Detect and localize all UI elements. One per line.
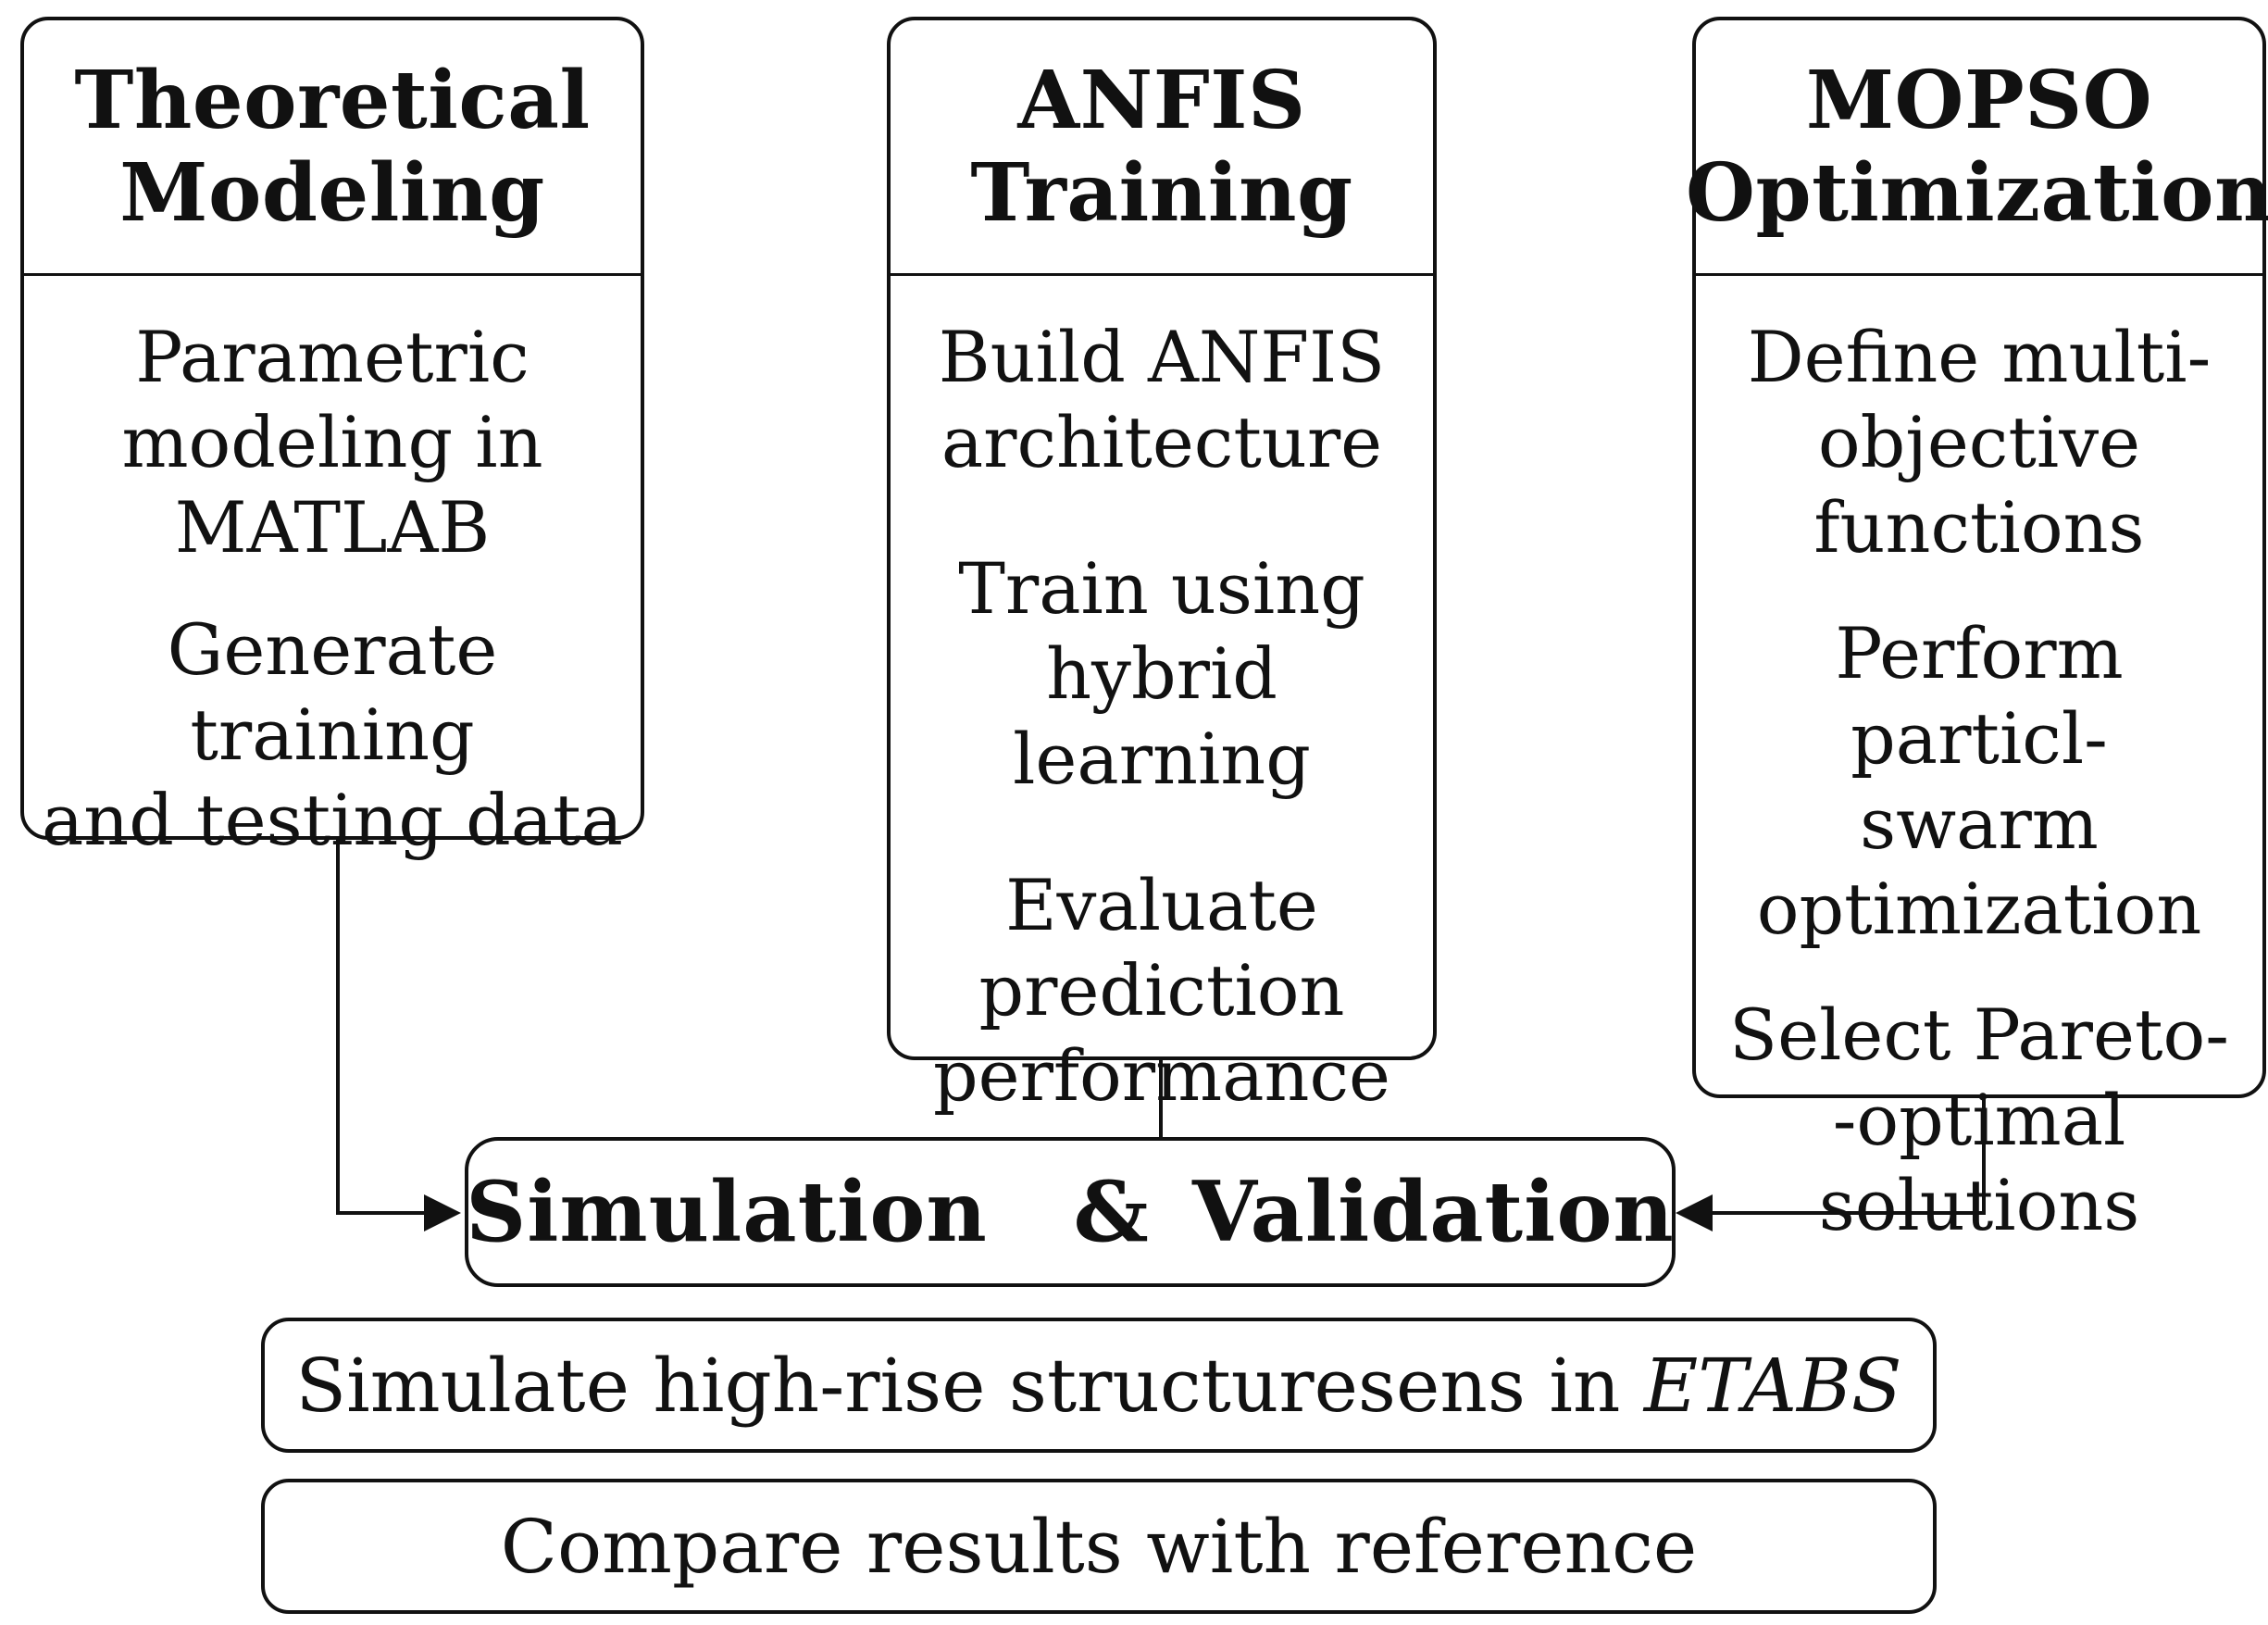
list-item: Build ANFIS architecture	[938, 316, 1386, 483]
column-header: Theoretical Modeling	[24, 20, 641, 276]
simulate-step-prefix: Simulate high-rise structuresens in	[295, 1342, 1644, 1429]
compare-step-box: Compare results with reference	[261, 1479, 1937, 1614]
anfis-training-title: ANFIS Training	[970, 53, 1353, 240]
column-items: Parametric modeling in MATLAB Generate t…	[24, 315, 641, 887]
arrow-right-to-center	[1676, 1097, 1986, 1231]
theoretical-modeling-box: Theoretical Modeling Parametric modeling…	[20, 17, 644, 861]
list-item: Parametric modeling in MATLAB	[121, 316, 543, 569]
list-item: Select Pareto- -optimal solutions	[1729, 994, 2229, 1246]
list-item: Evaluate prediction performance	[932, 864, 1391, 1117]
column-header: ANFIS Training	[891, 20, 1433, 276]
column-items: Build ANFIS architecture Train using hyb…	[891, 315, 1433, 1143]
mopso-optimization-title: MOPSO Optimization	[1686, 53, 2268, 240]
column-items: Define multi- objective functions Perfor…	[1696, 315, 2262, 1272]
compare-step-text: Compare results with reference	[500, 1503, 1698, 1590]
simulation-validation-title: Simulation & Validation	[466, 1163, 1675, 1261]
simulation-validation-box: Simulation & Validation	[465, 1137, 1676, 1287]
anfis-training-box: ANFIS Training Build ANFIS architecture …	[887, 17, 1437, 1117]
list-item: Define multi- objective functions	[1747, 316, 2212, 569]
list-item: Perform particl- swarm optimization	[1756, 612, 2202, 950]
theoretical-modeling-title: Theoretical Modeling	[74, 53, 591, 240]
simulate-step-text: Simulate high-rise structuresens in ETAB…	[295, 1343, 1901, 1429]
mopso-optimization-box: MOPSO Optimization Define multi- objecti…	[1686, 17, 2268, 1246]
simulate-step-box: Simulate high-rise structuresens in ETAB…	[261, 1318, 1937, 1453]
etabs-label: ETABS	[1643, 1342, 1902, 1429]
list-item: Train using hybrid learning	[958, 547, 1365, 800]
arrow-left-to-center	[336, 838, 461, 1231]
list-item: Generate training and testing data	[41, 608, 623, 861]
column-header: MOPSO Optimization	[1686, 20, 2268, 276]
